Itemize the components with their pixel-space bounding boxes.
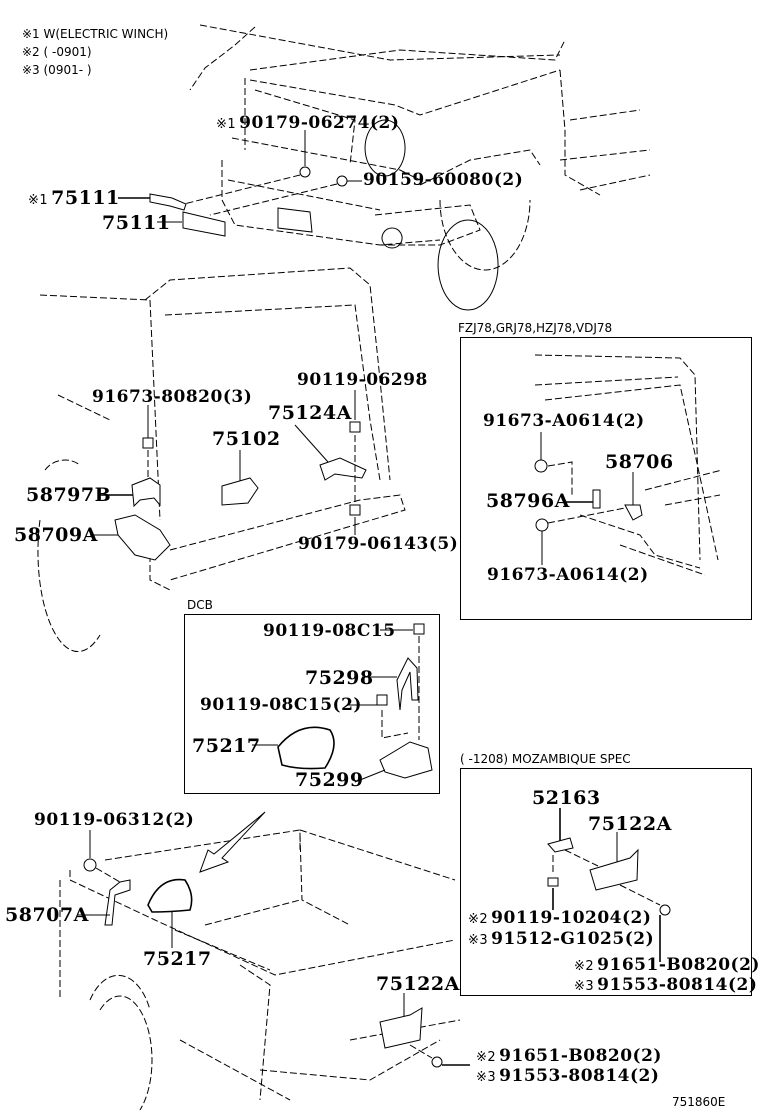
part-label-58707A[interactable]: 58707A	[5, 904, 89, 926]
part-number: 75111	[102, 212, 171, 234]
rear-bed-outline	[59, 811, 461, 1111]
footnote-mark: ※3	[468, 933, 489, 948]
footnote-mark: ※2	[468, 912, 489, 927]
front-parts	[118, 130, 362, 237]
rear-door-outline	[37, 267, 406, 653]
part-label-75299[interactable]: 75299	[295, 769, 364, 791]
part-label-90119-08c15[interactable]: 90119-08C15	[263, 621, 396, 641]
part-label-75122A-bed[interactable]: 75122A	[376, 973, 460, 995]
part-label-75298[interactable]: 75298	[305, 667, 374, 689]
part-number: 75111	[51, 187, 120, 209]
part-label-58709A[interactable]: 58709A	[14, 524, 98, 546]
part-label-91673-a0614-top[interactable]: 91673-A0614(2)	[483, 411, 645, 431]
fzj-box-title: FZJ78,GRJ78,HZJ78,VDJ78	[458, 321, 613, 335]
footnote-mark: ※3	[476, 1070, 497, 1085]
part-label-90119-06298[interactable]: 90119-06298	[297, 370, 428, 390]
part-label-90179-06143[interactable]: 90179-06143(5)	[298, 534, 459, 554]
rear-bed-parts	[78, 830, 470, 1068]
part-label-75124A[interactable]: 75124A	[268, 402, 352, 424]
part-label-90119-08c15-2[interactable]: 90119-08C15(2)	[200, 695, 362, 715]
part-label-75217-bed[interactable]: 75217	[143, 948, 212, 970]
footnote-mark: ※2	[574, 959, 595, 974]
legend-note-1: ※1 W(ELECTRIC WINCH)	[22, 27, 169, 41]
part-label-91673-80820[interactable]: 91673-80820(3)	[92, 387, 253, 407]
part-label-75102[interactable]: 75102	[212, 428, 281, 450]
part-label-52163[interactable]: 52163	[532, 787, 601, 809]
part-label-90119-06312[interactable]: 90119-06312(2)	[34, 810, 195, 830]
part-number: 90119-10204(2)	[491, 908, 652, 928]
mozambique-box-title: ( -1208) MOZAMBIQUE SPEC	[460, 752, 631, 766]
part-label-75111[interactable]: 75111	[102, 214, 171, 233]
dcb-box-drawing	[252, 623, 433, 783]
part-label-91673-a0614-bottom[interactable]: 91673-A0614(2)	[487, 565, 649, 585]
part-label-90159-60080[interactable]: 90159-60080(2)	[363, 172, 523, 189]
legend-note-3: ※3 (0901- )	[22, 63, 92, 77]
fzj-model-inset-box	[460, 337, 752, 620]
part-number: 91651-B0820(2)	[597, 955, 760, 975]
dcb-inset-box	[184, 614, 440, 794]
part-number: 90179-06274(2)	[239, 113, 400, 133]
part-label-75122A-moz[interactable]: 75122A	[588, 813, 672, 835]
rear-door-parts	[90, 390, 367, 561]
footnote-mark: ※2	[476, 1050, 497, 1065]
part-number: 91553-80814(2)	[597, 975, 758, 995]
mozambique-box-drawing	[547, 808, 671, 962]
footnote-mark: ※1	[216, 117, 237, 132]
part-number: 91553-80814(2)	[499, 1066, 660, 1086]
part-label-58797B[interactable]: 58797B	[26, 484, 112, 506]
part-number: 91512-G1025(2)	[491, 929, 655, 949]
fzj-box-drawing	[534, 354, 723, 576]
part-label-75217-dcb[interactable]: 75217	[192, 735, 261, 757]
part-label-58706[interactable]: 58706	[605, 451, 674, 473]
part-label-58796A[interactable]: 58796A	[486, 490, 570, 512]
mozambique-spec-inset-box	[460, 768, 752, 996]
legend-note-2: ※2 ( -0901)	[22, 45, 92, 59]
part-number: 90159-60080(2)	[363, 170, 524, 190]
part-number: 91651-B0820(2)	[499, 1046, 662, 1066]
diagram-code: 751860E	[672, 1095, 726, 1109]
footnote-mark: ※1	[28, 193, 49, 208]
footnote-mark: ※3	[574, 979, 595, 994]
front-vehicle-outline	[189, 24, 651, 311]
dcb-box-title: DCB	[187, 598, 213, 612]
